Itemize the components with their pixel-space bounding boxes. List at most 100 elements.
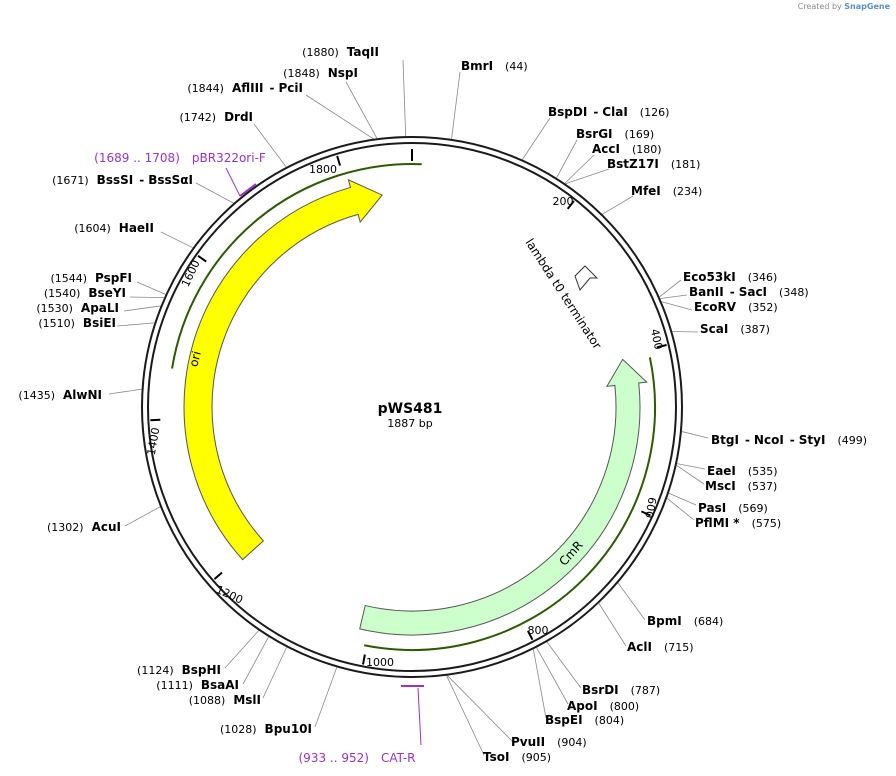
position-tick (566, 200, 575, 210)
site-leader-line (224, 630, 260, 669)
snapgene-credit: Created by SnapGene (798, 2, 890, 11)
site-label: MfeI(234) (631, 184, 702, 198)
site-leader-line (305, 94, 374, 140)
site-leader-line (124, 506, 161, 527)
feature-label-ori: ori (186, 350, 204, 369)
site-enzyme-name: BspHI (182, 663, 221, 677)
plasmid-size: 1887 bp (387, 417, 432, 430)
feature-label-lambda-t0-terminator: lambda t0 terminator (522, 236, 604, 352)
site-enzyme-name: BmrI (461, 59, 493, 73)
site-enzyme-name: TsoI (483, 750, 509, 764)
site-position: (1880) (302, 46, 339, 59)
site-position: (1671) (52, 174, 89, 187)
site-label: (1510)BsiEI (38, 316, 116, 330)
site-enzyme-name: PspFI (95, 271, 132, 285)
cmr-annotation-line (363, 357, 656, 651)
position-tick (150, 418, 161, 422)
position-tick-label: 1600 (179, 258, 203, 289)
primer-name: pBR322ori-F (192, 151, 266, 165)
site-separator: - (730, 285, 735, 299)
site-enzyme-name: AlwNI (63, 388, 102, 402)
site-position: (905) (521, 751, 551, 764)
primer-range: (933 .. 952) (299, 751, 369, 765)
site-position: (126) (640, 106, 670, 119)
site-enzyme-name: EaeI (707, 464, 736, 478)
site-leader-line (522, 117, 551, 160)
site-position: (1435) (18, 389, 55, 402)
site-label: (1848)NspI (283, 66, 358, 80)
site-label: (1742)DrdI (179, 110, 253, 124)
site-enzyme-name: BseYI (88, 286, 126, 300)
site-leader-line (116, 322, 155, 327)
feature-ori: ori (171, 163, 422, 561)
position-tick-label: 1400 (145, 426, 163, 456)
site-enzyme-name: ScaI (700, 322, 728, 336)
site-enzyme-name: PasI (698, 501, 726, 515)
position-tick (526, 630, 534, 641)
primer-name: CAT-R (381, 751, 416, 765)
site-position: (569) (738, 502, 768, 515)
site-separator: - (139, 173, 144, 187)
site-leader-line (108, 388, 142, 395)
site-label: (1028)Bpu10I (220, 722, 312, 736)
site-enzyme-name: ApoI (567, 699, 598, 713)
site-leader-line (136, 281, 166, 295)
site-leader-line (195, 182, 234, 204)
site-enzyme-name: ApaLI (81, 301, 119, 315)
site-position: (181) (671, 158, 701, 171)
site-enzyme-name: BssSI (97, 173, 134, 187)
site-leader-line (536, 647, 569, 705)
site-label: TsoI (905) (483, 750, 551, 764)
site-enzyme-name: PciI (279, 81, 304, 95)
site-position: (1540) (44, 287, 81, 300)
site-position: (180) (632, 143, 662, 156)
site-label: BanII-SacI(348) (689, 285, 809, 299)
site-leader-line (602, 195, 634, 215)
site-leader-line (160, 231, 193, 249)
site-leader-line (598, 603, 627, 647)
site-enzyme-name: BtgI (711, 433, 739, 447)
site-label: EcoRV(352) (694, 300, 778, 314)
plasmid-name: pWS481 (378, 401, 443, 417)
site-position: (44) (505, 60, 528, 73)
site-enzyme-name: MslI (233, 693, 261, 707)
site-leader-line (129, 296, 165, 299)
site-label: AccI (180) (592, 142, 662, 156)
site-enzyme-name: HaeII (119, 221, 154, 235)
ori-arrow (183, 178, 383, 561)
site-label: (1435) AlwNI (18, 388, 102, 402)
site-leader-line (447, 675, 513, 742)
site-position: (904) (557, 736, 587, 749)
site-leader-line (556, 139, 578, 178)
site-position: (787) (631, 684, 661, 697)
center-title: pWS481 1887 bp (378, 401, 443, 430)
site-enzyme-name: AccI (592, 142, 620, 156)
site-label: BmrI (44) (461, 59, 528, 73)
site-label: BsrDI (787) (582, 683, 660, 697)
site-label: (1671)BssSI-BssSαI (52, 173, 193, 187)
site-label: BpmI(684) (647, 614, 723, 628)
site-enzyme-name: PvuII (511, 735, 545, 749)
site-label: BtgI-NcoI-StyI(499) (711, 433, 867, 447)
site-label: (1844)AflIII-PciI (187, 81, 303, 95)
position-tick (362, 654, 366, 665)
site-label: (1540) BseYI (44, 286, 126, 300)
site-label: MscI(537) (705, 479, 777, 493)
site-separator: - (790, 433, 795, 447)
site-enzyme-name: StyI (799, 433, 826, 447)
site-position: (1028) (220, 723, 257, 736)
cmr-arrow (359, 358, 648, 636)
site-position: (1510) (38, 317, 75, 330)
site-label: BsrGI(169) (576, 127, 654, 141)
site-leader-line (123, 305, 161, 312)
site-leader-line (565, 168, 610, 185)
site-leader-line (676, 465, 705, 485)
site-label: PasI (569) (698, 501, 768, 515)
site-position: (499) (837, 434, 867, 447)
site-position: (535) (748, 465, 778, 478)
site-enzyme-name: BsrDI (582, 683, 619, 697)
site-enzyme-name: PflMI * (695, 516, 740, 530)
site-leader-line (533, 649, 547, 719)
site-enzyme-name: BspEI (545, 713, 583, 727)
site-enzyme-name: AclI (627, 640, 652, 654)
